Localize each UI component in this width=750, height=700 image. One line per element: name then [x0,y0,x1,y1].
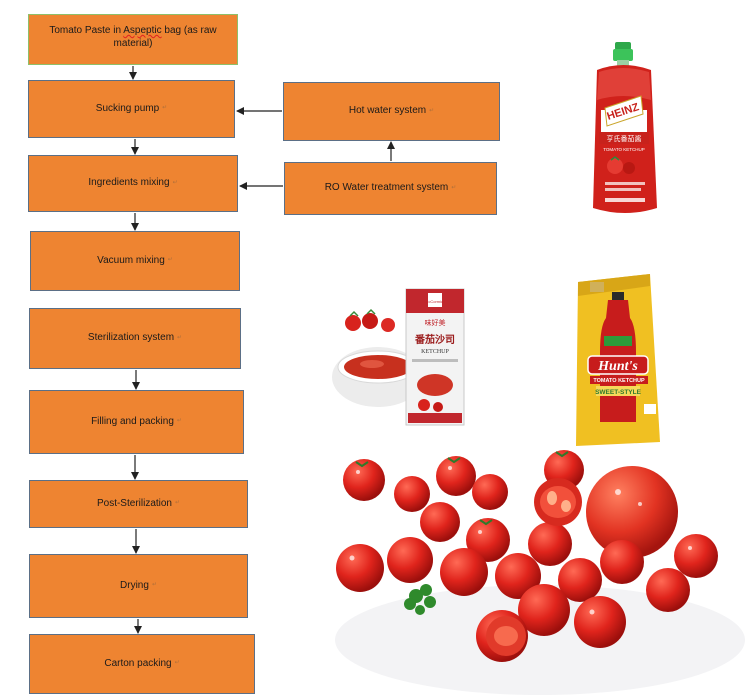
mccormick-cn-label: 番茄沙司 [414,333,455,346]
paragraph-marker: ↵ [177,334,183,341]
hunts-style-label: SWEET-STYLE [595,389,642,396]
step-sterilization-system: Sterilization system↵ [29,308,241,369]
step-drying: Drying↵ [29,554,248,618]
mccormick-ketchup-sachet: McCormick 味好美 番茄沙司 KETCHUP [332,288,465,426]
tomato [472,474,508,510]
step-label: Post-Sterilization [96,497,172,509]
tomato [387,537,433,583]
step-vacuum-mixing: Vacuum mixing↵ [30,231,240,291]
paragraph-marker: ↵ [175,500,181,507]
raw-material-label: Tomato Paste in Aspeptic bag (as raw mat… [35,25,231,50]
step-label: Carton packing [104,657,172,669]
paragraph-marker: ↵ [172,179,178,186]
tomato [674,534,718,578]
raw-suffix: bag (as raw material) [113,25,217,49]
paragraph-marker: ↵ [151,582,157,589]
heinz-ketchup-pouch: HEINZ 亨氏番茄酱 TOMATO KETCHUP [593,42,657,213]
paragraph-marker: ↵ [167,257,173,264]
tomato [574,596,626,648]
tomato [336,544,384,592]
step-label: Sterilization system [87,332,175,344]
tomato [518,584,570,636]
tomato [440,548,488,596]
ro-water-label: RO Water treatment system [324,182,449,194]
cherry-tomatoes-photo [335,450,745,695]
heinz-cn-label: 亨氏番茄酱 [607,134,642,143]
step-carton-packing: Carton packing↵ [29,634,255,694]
tomato [343,459,385,501]
tomato [646,568,690,612]
tomato [394,476,430,512]
step-label: Filling and packing [91,415,174,427]
tomato [600,540,644,584]
paragraph-marker: ↵ [429,107,435,114]
heinz-sub-label: TOMATO KETCHUP [603,147,645,152]
mccormick-brand-text: McCormick [425,299,445,304]
tomato-stems [355,451,569,526]
paragraph-marker: ↵ [174,660,180,667]
tomato [466,518,510,562]
tomato [558,558,602,602]
tomato [436,456,476,496]
step-post-sterilization: Post-Sterilization↵ [29,480,248,528]
step-sucking-pump: Sucking pump↵ [28,80,235,138]
ro-water-system-box: RO Water treatment system↵ [284,162,497,215]
mccormick-cn-brand: 味好美 [425,318,446,327]
step-label: Drying [120,579,149,591]
parsley-sprig [404,584,436,615]
step-filling-packing: Filling and packing↵ [29,390,244,454]
step-label: Ingredients mixing [88,177,170,189]
hot-water-system-box: Hot water system↵ [283,82,500,141]
paragraph-marker: ↵ [176,418,182,425]
tomato [495,553,541,599]
mccormick-sub-label: KETCHUP [421,349,449,355]
water-droplets [349,466,692,615]
raw-material-box: Tomato Paste in Aspeptic bag (as raw mat… [28,14,238,65]
tomato [420,502,460,542]
tomato [528,522,572,566]
hunts-sub-label: TOMATO KETCHUP [593,378,645,384]
hunts-brand-text: Hunt's [597,359,638,374]
step-label: Sucking pump [95,102,160,114]
step-ingredients-mixing: Ingredients mixing↵ [28,155,238,212]
paragraph-marker: ↵ [162,105,168,112]
raw-prefix: Tomato Paste in [49,25,124,36]
hunts-ketchup-pouch: Hunt's TOMATO KETCHUP SWEET-STYLE [576,274,660,446]
paragraph-marker: ↵ [451,184,457,191]
hot-water-label: Hot water system [348,105,427,117]
step-label: Vacuum mixing [97,254,165,266]
tomato-big [586,466,678,558]
raw-spelling-word: Aspeptic [123,25,162,36]
